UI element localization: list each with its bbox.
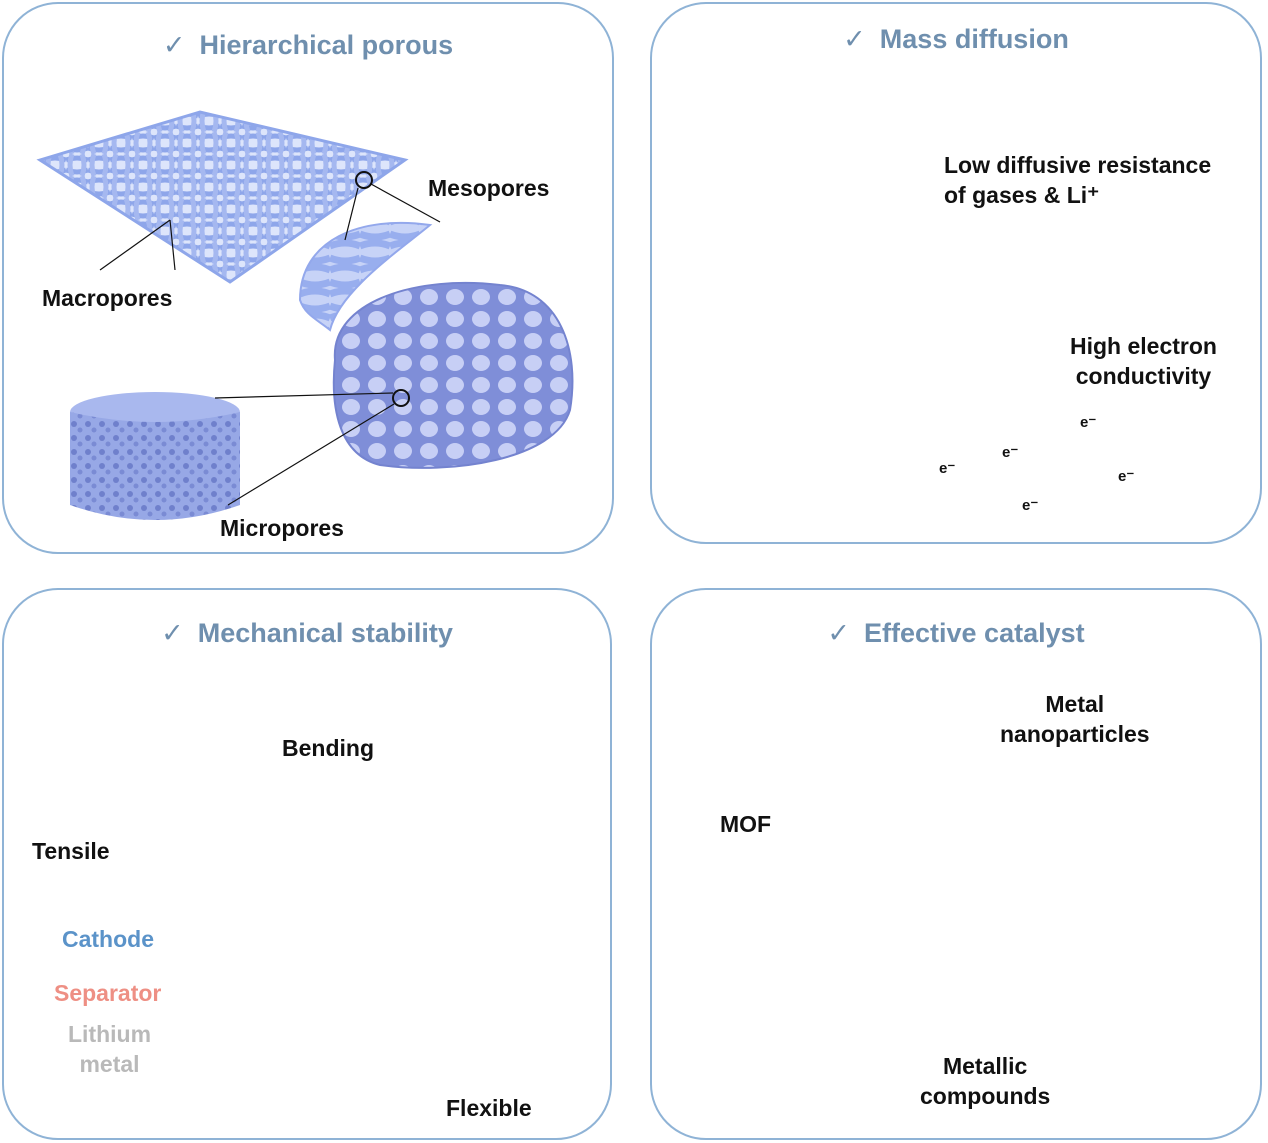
- microporous-cylinder: [70, 412, 240, 520]
- label-high-electron-conductivity: High electron conductivity: [1070, 333, 1217, 389]
- label-cathode: Cathode: [62, 926, 154, 952]
- check-icon: ✓: [161, 618, 184, 648]
- electron-label: e⁻: [1022, 497, 1039, 514]
- panel-title: ✓Effective catalyst: [827, 618, 1085, 648]
- electron-label: e⁻: [1002, 444, 1019, 461]
- mesoporous-sheet: [298, 221, 433, 332]
- label-mof: MOF: [720, 811, 772, 837]
- check-icon: ✓: [827, 618, 850, 648]
- label-lithium-metal: Lithium metal: [68, 1021, 152, 1077]
- panel-mass-diffusion: ✓Mass diffusion: [650, 2, 1262, 544]
- electron-label: e⁻: [1118, 468, 1135, 485]
- honeycomb-structure: [332, 281, 574, 469]
- check-icon: ✓: [162, 30, 186, 60]
- zoom-ring-honeycomb: [392, 389, 410, 407]
- electron-label: e⁻: [1080, 414, 1097, 431]
- panel-effective-catalyst: ✓Effective catalyst: [650, 588, 1262, 1140]
- check-icon: ✓: [843, 24, 866, 54]
- label-flexible: Flexible: [446, 1095, 532, 1121]
- electron-label: e⁻: [939, 460, 956, 477]
- panel-title: ✓Mechanical stability: [161, 618, 453, 648]
- label-bending: Bending: [282, 735, 374, 761]
- panel-title: ✓Mass diffusion: [843, 24, 1069, 54]
- label-low-diffusive-resistance: Low diffusive resistance of gases & Li⁺: [944, 152, 1212, 208]
- label-mesopores: Mesopores: [428, 175, 550, 201]
- label-tensile: Tensile: [32, 838, 110, 864]
- label-separator: Separator: [54, 980, 162, 1006]
- label-metal-nanoparticles: Metal nanoparticles: [1000, 691, 1150, 747]
- macroporous-mesh: [36, 110, 409, 284]
- zoom-ring-mesh: [355, 171, 373, 189]
- label-micropores: Micropores: [220, 515, 344, 541]
- label-macropores: Macropores: [42, 285, 173, 311]
- label-metallic-compounds: Metallic compounds: [920, 1053, 1051, 1109]
- panel-mechanical-stability: ✓Mechanical stability: [2, 588, 612, 1140]
- panel-title: ✓Hierarchical porous: [162, 30, 454, 60]
